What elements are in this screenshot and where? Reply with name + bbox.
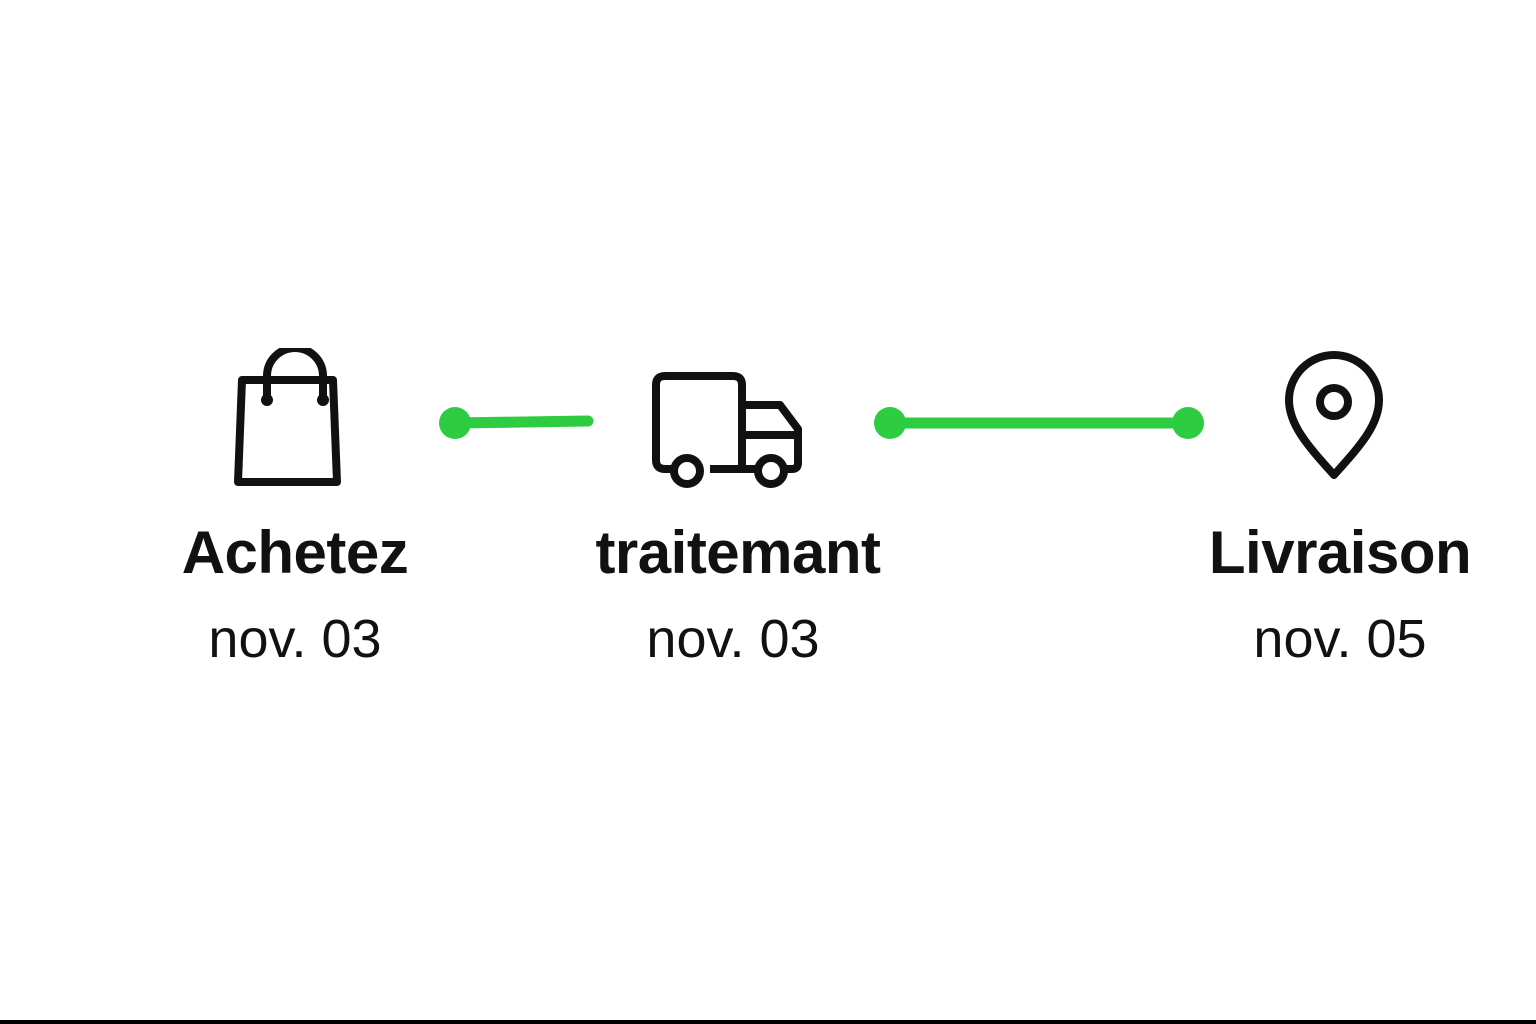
connector-1	[439, 407, 594, 439]
step-label: traitemant	[595, 519, 881, 586]
progress-dot	[874, 407, 906, 439]
step-label: Livraison	[1208, 519, 1472, 586]
step-date: nov. 05	[1253, 609, 1427, 669]
truck-icon	[652, 372, 802, 488]
step-date: nov. 03	[646, 609, 820, 669]
shopping-bag-icon	[234, 348, 341, 486]
location-pin-icon	[1285, 351, 1383, 479]
step-label: Achetez	[181, 519, 409, 586]
connector-2	[874, 407, 1204, 439]
progress-dot	[1172, 407, 1204, 439]
progress-dot	[439, 407, 471, 439]
bottom-border	[0, 1020, 1536, 1024]
step-date: nov. 03	[208, 609, 382, 669]
